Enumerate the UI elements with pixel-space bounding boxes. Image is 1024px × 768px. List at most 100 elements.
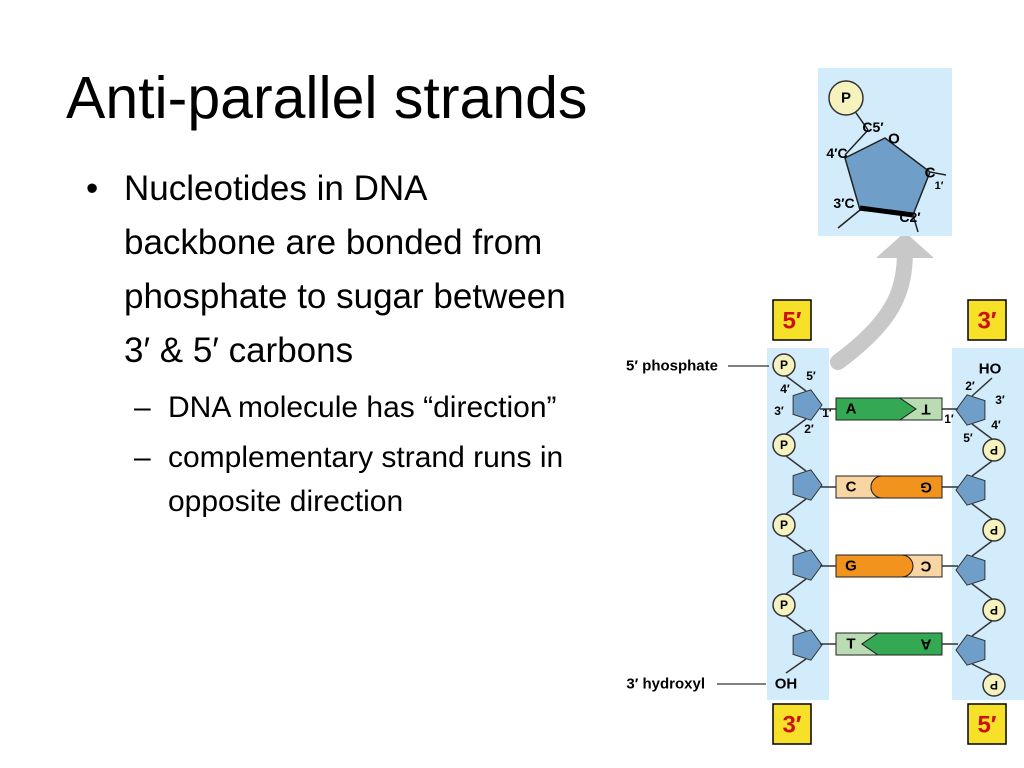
inset-phosphate [828, 80, 864, 116]
sub-bullet-line: opposite direction [168, 485, 404, 518]
right-backbone-bond [971, 503, 993, 520]
bullet-marker: • [86, 169, 99, 208]
right-sugar [955, 554, 986, 586]
base-left-label: C [846, 479, 857, 496]
left-sugar [792, 389, 823, 421]
inset-c1-prime: 1′ [935, 180, 944, 192]
right-backbone-bond [971, 620, 993, 637]
bullet-line-4: 3′ & 5′ carbons [124, 331, 354, 370]
left-phosphate [772, 593, 796, 617]
bullet-line-1: Nucleotides in DNA [124, 169, 428, 208]
end-label-top-right-box [967, 299, 1007, 341]
right-backbone-bond [971, 583, 993, 600]
right-carbon-3: 3′ [995, 393, 1005, 407]
left-sugar [792, 469, 823, 501]
right-phosphate [982, 598, 1006, 622]
left-phosphate [772, 353, 796, 377]
end-label-top-right: 3′ [977, 308, 996, 335]
left-phosphate-label: P [780, 518, 788, 532]
inset-c4-label: 4′C [826, 145, 847, 161]
left-backbone-bond [785, 658, 807, 674]
left-sugar [792, 629, 823, 661]
left-carbon-3: 3′ [774, 404, 784, 418]
bullet-line-2: backbone are bonded from [124, 223, 543, 262]
right-phosphate-label: P [990, 603, 998, 617]
base-left-label: A [846, 401, 857, 418]
inset-c2-label: C2′ [899, 209, 921, 225]
inset-c5-bond [844, 129, 869, 156]
end-label-bottom-right-box [967, 703, 1007, 745]
right-sugar [955, 394, 986, 426]
callout-phosphate: 5′ phosphate [626, 358, 718, 375]
right-backbone-bond [971, 423, 993, 440]
right-carbon-1: 1′ [944, 412, 954, 426]
right-carbon-4: 4′ [991, 418, 1001, 432]
left-backbone-bond [785, 418, 807, 435]
left-sugar [792, 549, 823, 581]
left-carbon-2: 2′ [804, 422, 814, 436]
inset-c2-bond [912, 214, 919, 233]
left-phosphate-label: P [780, 598, 788, 612]
callout-hydroxyl: 3′ hydroxyl [626, 676, 705, 693]
base-right-half [898, 397, 943, 421]
bullet-list: • Nucleotides in DNA backbone are bonded… [86, 162, 711, 524]
base-right-label: C [920, 558, 931, 575]
sub-bullet-line: DNA molecule has “direction” [168, 391, 557, 424]
end-label-top-left: 5′ [782, 308, 801, 335]
right-backbone-bond [971, 460, 993, 477]
right-backbone-bond [971, 663, 993, 675]
end-label-bottom-left: 3′ [782, 712, 801, 739]
end-label-bottom-right: 5′ [977, 712, 996, 739]
left-phosphate-label: P [780, 438, 788, 452]
left-phosphate-label: P [780, 358, 788, 372]
inset-c3-bond [837, 209, 861, 229]
inset-bold-bond [859, 205, 914, 218]
left-backbone-bond [785, 455, 807, 472]
right-backbone-bond [971, 377, 993, 397]
right-phosphate [982, 518, 1006, 542]
left-backbone-bond [785, 498, 807, 515]
inset-phosphate-bond [853, 109, 869, 131]
curved-arrow [830, 242, 913, 370]
inset-c3-label: 3′C [833, 195, 854, 211]
base-right-half [861, 632, 943, 656]
right-phosphate [982, 673, 1006, 697]
slide-title: Anti-parallel strands [66, 65, 588, 131]
base-right-half [901, 554, 943, 578]
sub-bullet-complementary: – complementary strand runs in opposite … [86, 436, 711, 524]
left-3-prime-oh: OH [775, 676, 798, 693]
end-label-top-left-box [772, 299, 812, 341]
right-3-prime-ho: HO [979, 361, 1002, 378]
left-carbon-4: 4′ [780, 382, 790, 396]
sub-bullet-line: complementary strand runs in [168, 441, 564, 474]
arrow-head [876, 232, 934, 258]
base-left-label: T [846, 636, 855, 653]
left-backbone-bond [785, 615, 807, 632]
sub-bullet-marker: – [134, 391, 151, 424]
right-phosphate-label: P [990, 443, 998, 457]
bullet-item: • Nucleotides in DNA backbone are bonded… [86, 162, 711, 378]
nucleotide-inset: PC5′O4′CC1′3′CC2′ [818, 68, 952, 236]
inset-c5-label: C5′ [862, 119, 884, 135]
right-carbon-2: 2′ [965, 379, 975, 393]
right-backbone-bond [971, 540, 993, 557]
base-right-label: G [920, 479, 932, 496]
inset-phosphate-label: P [841, 90, 851, 107]
inset-c1-bond [929, 171, 947, 176]
left-backbone-bond [785, 375, 807, 392]
left-carbon-1: 1′ [822, 406, 832, 420]
sub-bullet-direction: – DNA molecule has “direction” [86, 386, 711, 430]
inset-c1-label: C [925, 165, 936, 182]
right-phosphate-label: P [990, 523, 998, 537]
right-sugar [955, 474, 986, 506]
right-sugar [955, 634, 986, 666]
left-backbone-bond [785, 535, 807, 552]
end-label-bottom-left-box [772, 703, 812, 745]
